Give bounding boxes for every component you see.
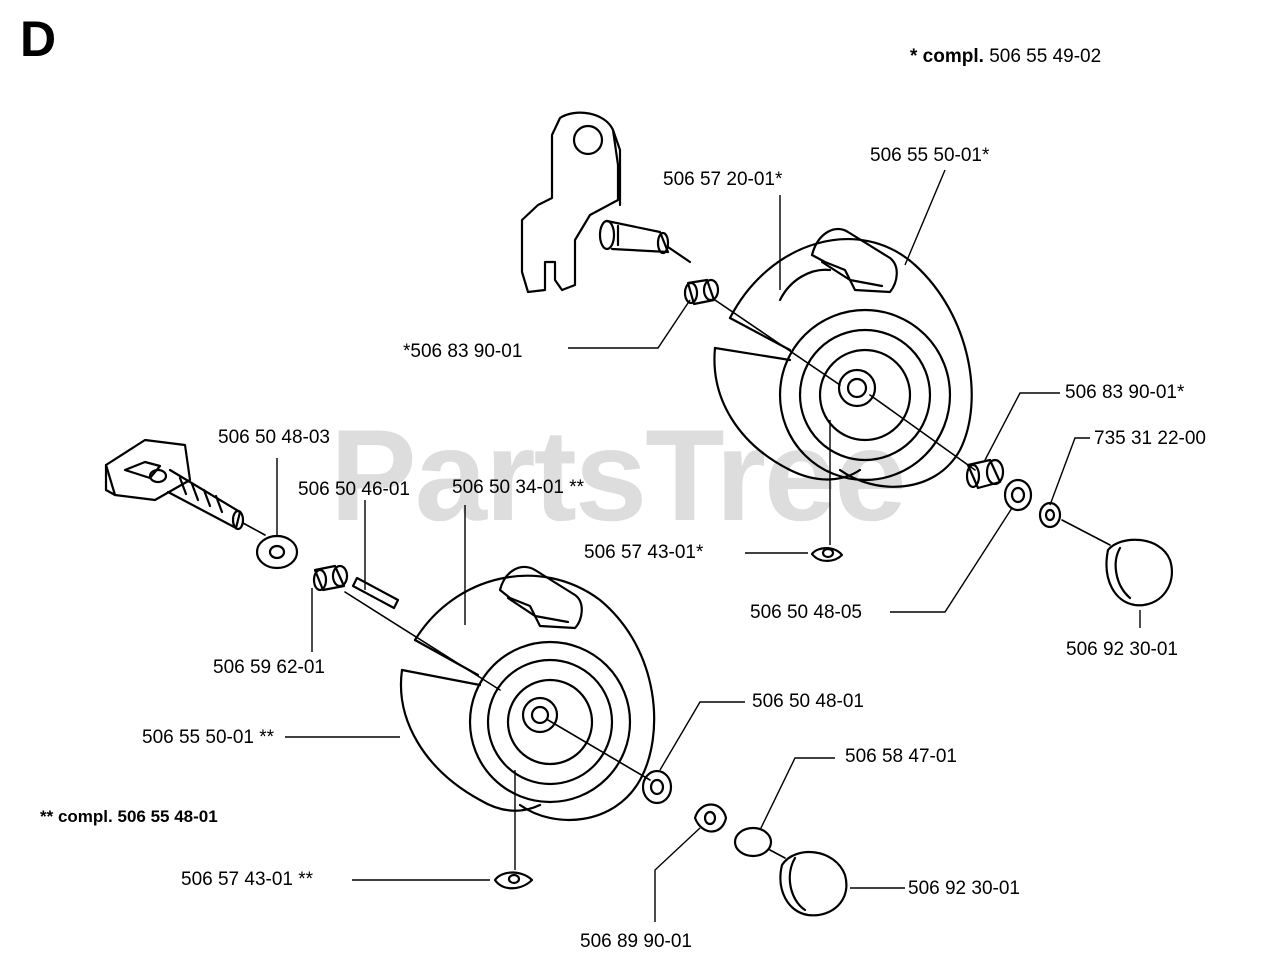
top-washer xyxy=(1003,478,1033,512)
part-label-506-59-62-01[interactable]: 506 59 62-01 xyxy=(213,657,325,678)
compl-note-double-prefix: ** compl. xyxy=(40,807,113,826)
part-label-506-50-34-01[interactable]: 506 50 34-01 ** xyxy=(452,477,585,498)
bottom-cap xyxy=(779,851,848,917)
bottom-clip-pin xyxy=(493,871,534,890)
top-spacer-left xyxy=(683,278,720,306)
part-label-506-83-90-01-right[interactable]: 506 83 90-01* xyxy=(1065,382,1185,403)
part-label-506-83-90-01-left[interactable]: *506 83 90-01 xyxy=(403,341,523,362)
top-wheel xyxy=(713,227,973,488)
part-label-506-92-30-01-top[interactable]: 506 92 30-01 xyxy=(1066,639,1178,660)
part-label-506-57-20-01[interactable]: 506 57 20-01* xyxy=(663,169,783,190)
top-spacer-right xyxy=(965,458,1005,490)
bottom-bushing xyxy=(312,564,349,592)
part-label-506-50-46-01[interactable]: 506 50 46-01 xyxy=(298,479,410,500)
section-letter: D xyxy=(20,11,57,67)
part-label-506-50-48-01[interactable]: 506 50 48-01 xyxy=(752,691,864,712)
part-label-506-55-50-01-top[interactable]: 506 55 50-01* xyxy=(870,145,990,166)
bottom-wheel xyxy=(399,565,656,822)
part-label-506-57-43-01-top[interactable]: 506 57 43-01* xyxy=(584,542,704,563)
compl-note-single-prefix: * compl. xyxy=(910,46,984,67)
bottom-ring xyxy=(733,826,773,858)
top-axle xyxy=(598,219,692,264)
compl-note-double-number: 506 55 48-01 xyxy=(117,807,218,826)
bottom-eclip xyxy=(693,803,728,833)
part-label-506-57-43-01-bottom[interactable]: 506 57 43-01 ** xyxy=(181,869,314,890)
bottom-key xyxy=(351,576,400,610)
part-label-506-50-48-05[interactable]: 506 50 48-05 xyxy=(750,602,862,623)
compl-note-single: * compl. 506 55 49-02 xyxy=(910,47,1101,66)
part-label-506-89-90-01[interactable]: 506 89 90-01 xyxy=(580,931,692,952)
top-clip xyxy=(1038,501,1062,529)
part-label-506-92-30-01-bottom[interactable]: 506 92 30-01 xyxy=(908,878,1020,899)
bottom-washer-left xyxy=(255,534,299,570)
part-label-735-31-22-00[interactable]: 735 31 22-00 xyxy=(1094,428,1206,449)
watermark: PartsTree xyxy=(330,402,907,548)
bottom-bracket xyxy=(104,438,245,531)
compl-note-single-number: 506 55 49-02 xyxy=(989,46,1102,67)
part-label-506-58-47-01[interactable]: 506 58 47-01 xyxy=(845,746,957,767)
top-clip-pin xyxy=(810,547,844,562)
compl-note-double: ** compl. 506 55 48-01 xyxy=(40,808,218,825)
part-label-506-50-48-03[interactable]: 506 50 48-03 xyxy=(218,427,330,448)
part-label-506-55-50-01-bottom[interactable]: 506 55 50-01 ** xyxy=(142,727,275,748)
top-bracket xyxy=(520,111,622,294)
part-label-506-83-90-01-left-text: 506 83 90-01 xyxy=(410,341,523,362)
leader-lines xyxy=(276,169,1141,922)
top-cap xyxy=(1105,538,1173,607)
bottom-washer-right xyxy=(641,769,673,805)
